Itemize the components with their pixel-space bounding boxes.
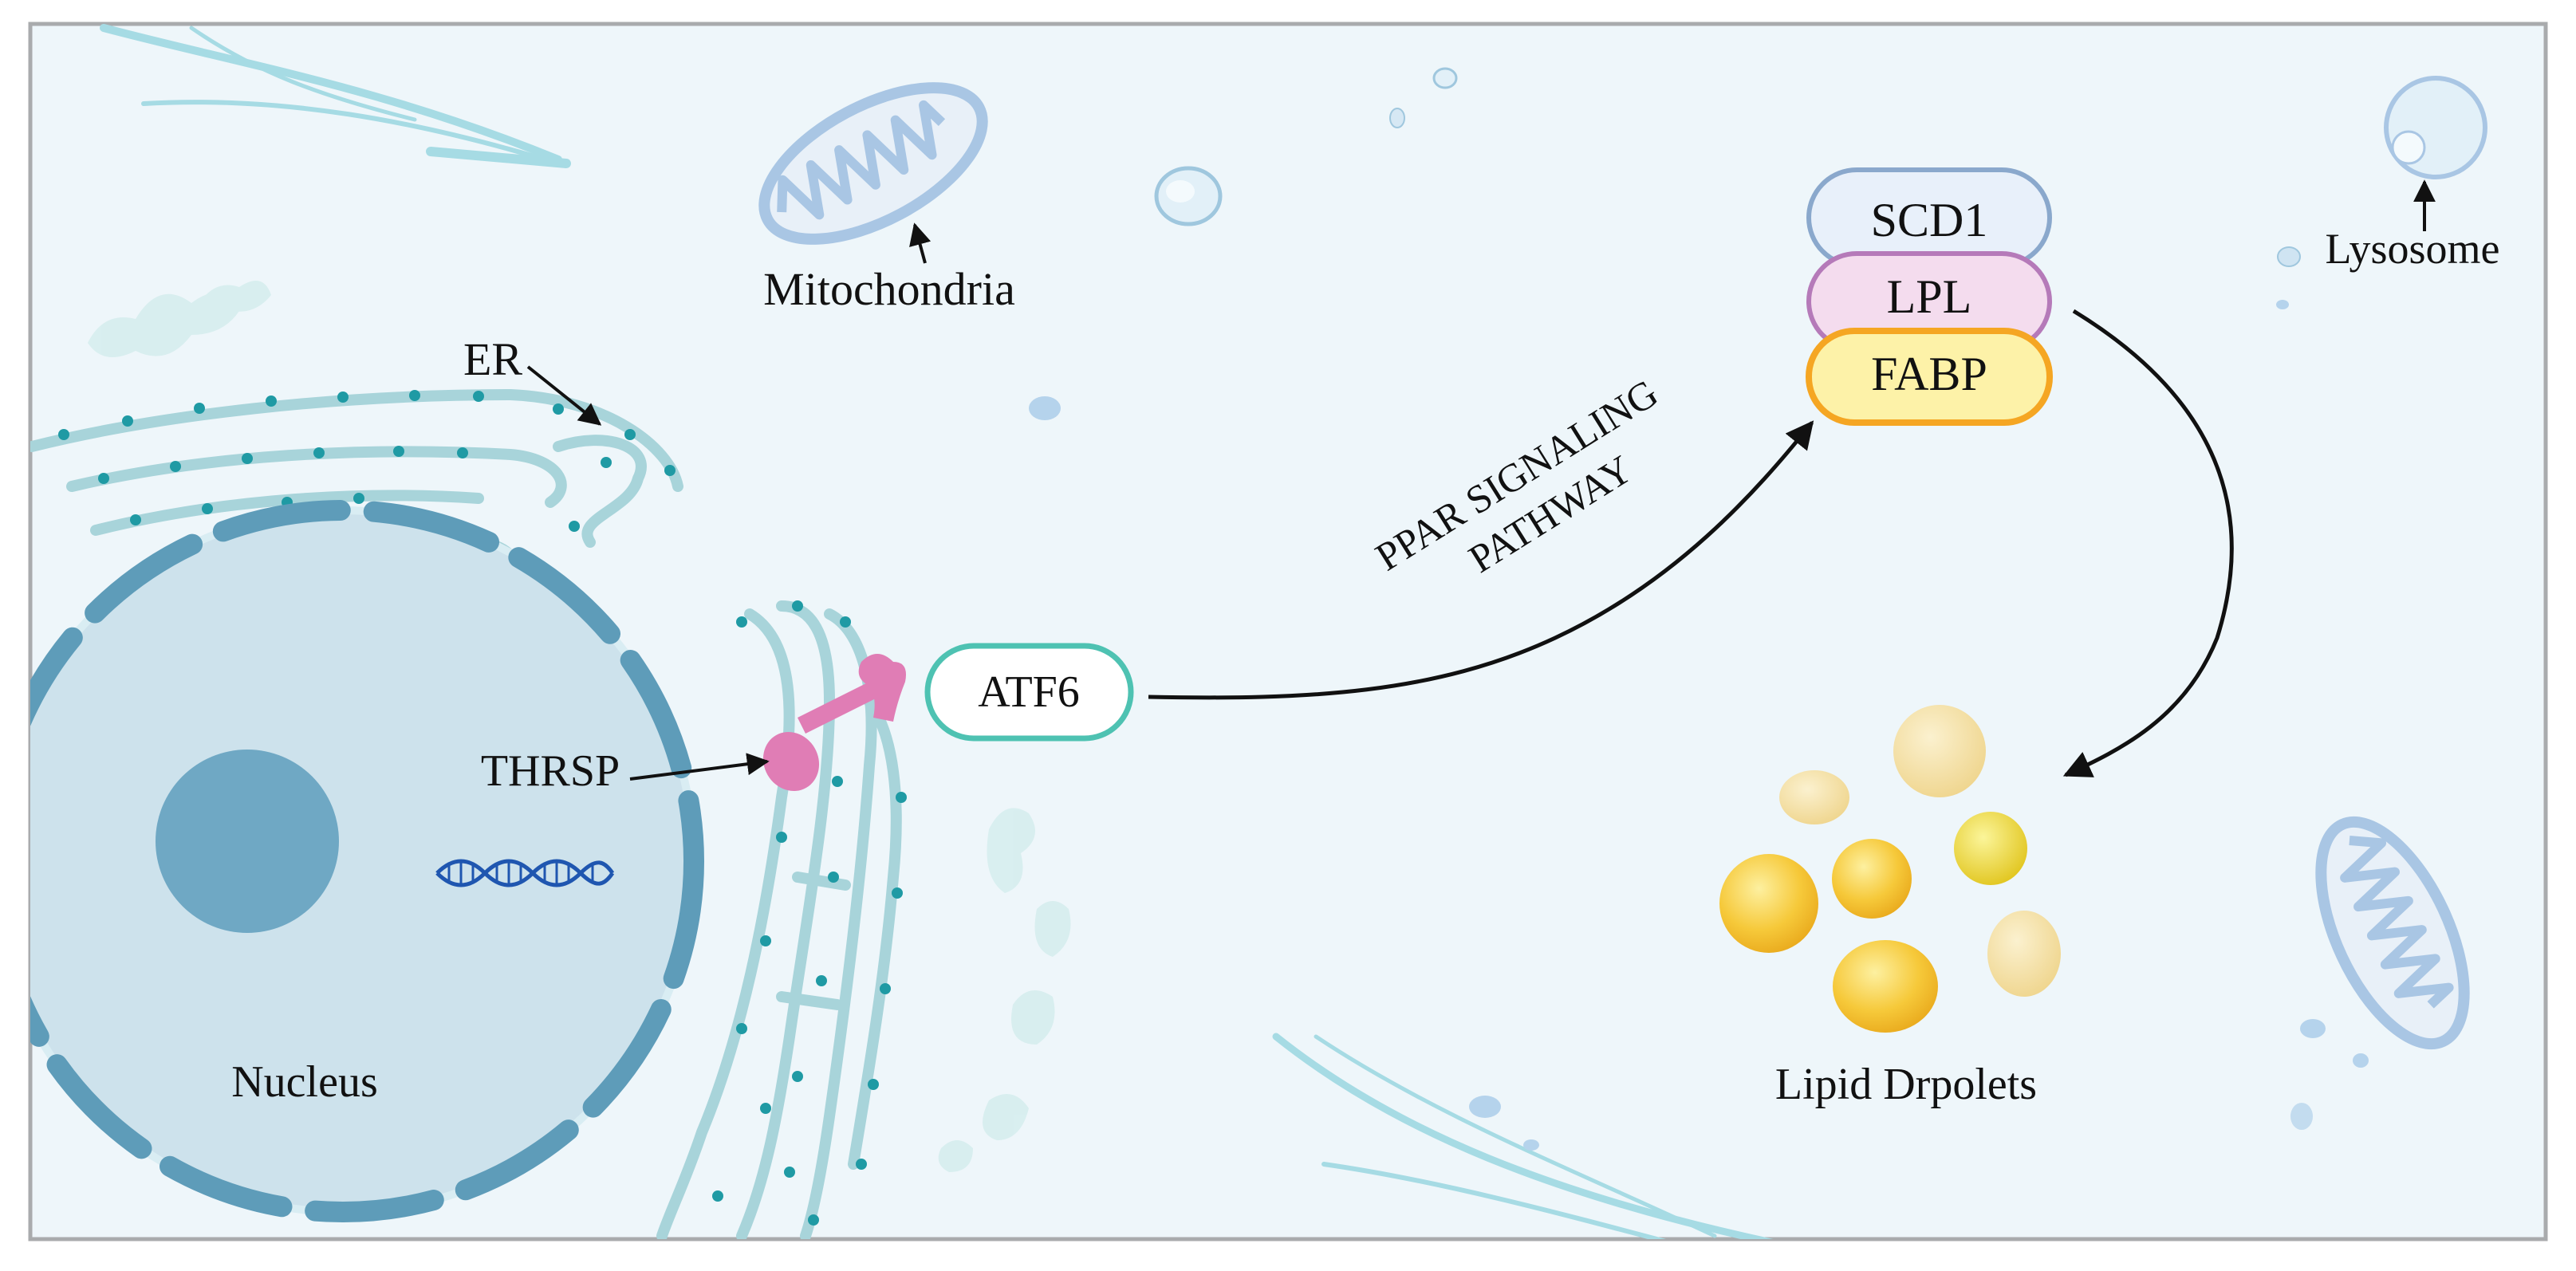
ribosome-dot	[393, 446, 404, 457]
ribosome-dot	[856, 1159, 867, 1170]
lipid-droplet	[1893, 705, 1986, 797]
atf6-node: ATF6	[924, 643, 1134, 742]
ribosome-dot	[313, 447, 325, 458]
mitochondria-bottom	[2315, 816, 2470, 1050]
ribosome-dot	[170, 461, 181, 472]
ribosome-dot	[664, 465, 676, 476]
vesicles	[1029, 67, 2369, 1151]
ribosome-dot	[266, 395, 277, 407]
lipid-droplet	[1954, 812, 2027, 885]
golgi-ribosomes	[712, 600, 907, 1226]
scd1-label: SCD1	[1871, 194, 1988, 246]
ribosome-dot	[828, 872, 839, 883]
ribosome-dot	[58, 429, 69, 440]
arrow-atf6-to-genes	[1148, 420, 1814, 700]
ribosome-dot	[776, 832, 787, 843]
ribosome-dot	[808, 1214, 819, 1226]
thrsp-label: THRSP	[481, 746, 620, 796]
ribosome-dot	[553, 403, 564, 415]
arrow-er	[526, 365, 602, 426]
nucleolus	[156, 750, 339, 933]
ribosome-dot	[353, 493, 364, 504]
cytoskeleton-fibers-bottom	[1272, 1033, 1774, 1239]
ribosome-dot	[840, 616, 851, 628]
ribosome-dot	[130, 514, 141, 525]
ribosome-dot	[473, 391, 484, 402]
lipid-droplet	[1987, 911, 2061, 997]
lipid-droplet	[1833, 940, 1938, 1033]
ribosome-dot	[816, 975, 827, 986]
ribosome-dot	[202, 503, 213, 514]
arrow-thrsp	[629, 753, 770, 781]
nucleus-label: Nucleus	[231, 1057, 378, 1107]
ribosome-dot	[601, 457, 612, 468]
ribosome-dot	[194, 403, 205, 414]
ribosome-dot	[409, 390, 420, 401]
ribosome-dot	[337, 392, 349, 403]
ribosome-dot	[868, 1079, 879, 1090]
atf6-label: ATF6	[978, 667, 1080, 717]
ribosome-dot	[736, 1023, 747, 1034]
mitochondria-top	[758, 82, 988, 245]
ribosome-dot	[457, 447, 468, 458]
ribosome-dot	[892, 887, 903, 899]
thrsp-protein	[762, 654, 906, 792]
fabp-node	[1806, 328, 2053, 426]
ribosome-dot	[792, 600, 803, 612]
ribosome-dot	[896, 792, 907, 803]
dna-icon	[435, 859, 615, 887]
lipid-droplets-label: Lipid Drpolets	[1775, 1060, 2037, 1109]
ribosome-dot	[760, 1103, 771, 1114]
lipid-droplet	[1832, 839, 1912, 919]
ribosome-dot	[242, 453, 253, 464]
lysosome	[2384, 76, 2487, 179]
ribosome-dot	[98, 473, 109, 484]
lpl-label: LPL	[1887, 270, 1972, 323]
ribosome-dot	[712, 1190, 723, 1202]
ribosome-dot	[784, 1167, 795, 1178]
nucleus	[30, 500, 704, 1222]
ppar-target-genes: SCD1 LPL FABP	[1806, 167, 2053, 426]
arrow-genes-to-droplets	[2062, 309, 2234, 777]
lipid-droplets	[1719, 705, 2061, 1033]
cytoskeleton-fibers-top	[100, 24, 571, 168]
fabp-label: FABP	[1871, 348, 1987, 400]
cytoplasm-blobs	[88, 281, 1071, 1172]
ribosome-dot	[760, 935, 771, 946]
ribosome-dot	[624, 429, 636, 440]
lipid-droplet	[1719, 854, 1818, 953]
lipid-droplet	[1779, 770, 1849, 824]
arrows	[526, 179, 2436, 781]
ribosome-dot	[736, 616, 747, 628]
ribosome-dot	[792, 1071, 803, 1082]
ribosome-dot	[569, 521, 580, 532]
ribosome-dot	[122, 415, 133, 427]
ribosome-dot	[832, 776, 843, 787]
ribosome-dot	[880, 983, 891, 994]
arrow-mitochondria	[909, 222, 932, 264]
mitochondria-label: Mitochondria	[763, 263, 1015, 315]
lysosome-label: Lysosome	[2325, 225, 2499, 273]
er-label: ER	[463, 333, 522, 385]
